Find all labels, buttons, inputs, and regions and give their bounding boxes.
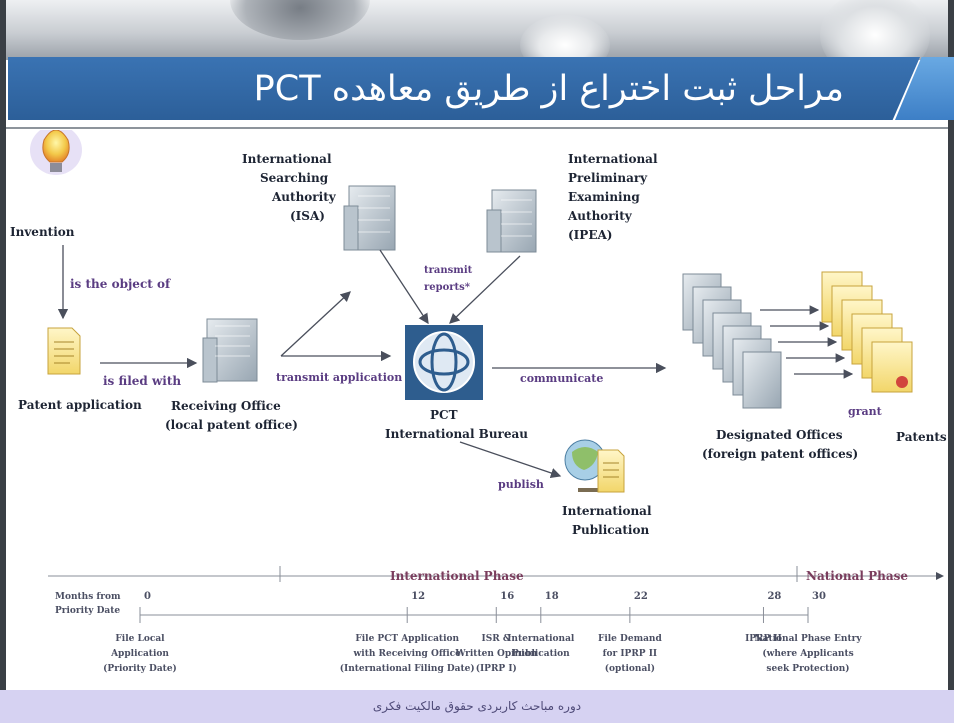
international-phase-label: International Phase bbox=[390, 569, 524, 583]
international-publication-node: International Publication bbox=[562, 439, 652, 537]
patent-application-node: Patent application bbox=[18, 327, 142, 412]
title-bar bbox=[8, 57, 920, 120]
document-icon bbox=[47, 327, 81, 375]
designated-label-1: Designated Offices bbox=[716, 428, 843, 442]
timeline-month-label: 16 bbox=[500, 591, 514, 602]
timeline-event-label: File Local bbox=[115, 634, 165, 644]
slide-header-decoration bbox=[0, 0, 954, 60]
isa-label-2: Searching bbox=[260, 171, 329, 185]
pct-timeline: International Phase National Phase Month… bbox=[48, 566, 944, 674]
designated-label-2: (foreign patent offices) bbox=[702, 447, 858, 461]
edge-label-publish: publish bbox=[498, 478, 544, 491]
timeline-month-label: 22 bbox=[634, 591, 648, 602]
edge-label-transmit-reports-2: reports* bbox=[424, 282, 471, 293]
slide-title: مراحل ثبت اختراع از طریق معاهده PCT bbox=[253, 69, 844, 109]
designated-offices-node: Designated Offices (foreign patent offic… bbox=[682, 273, 858, 461]
timeline-event-label: seek Protection) bbox=[766, 663, 849, 674]
timeline-event-label: File PCT Application bbox=[355, 634, 459, 644]
isa-label-3: Authority bbox=[271, 190, 337, 204]
timeline-event-label: for IPRP II bbox=[603, 649, 658, 659]
timeline-event-label: (IPRP I) bbox=[476, 663, 517, 674]
timeline-month-label: 28 bbox=[767, 591, 781, 602]
publication-label-1: International bbox=[562, 504, 652, 518]
pct-process-diagram: Invention is the object of Patent applic… bbox=[10, 130, 947, 674]
arrow-isa-to-ib bbox=[379, 249, 429, 325]
timeline-event-label: (optional) bbox=[605, 663, 655, 674]
priority-date-label: Priority Date bbox=[55, 606, 120, 616]
ipea-label-2: Preliminary bbox=[568, 171, 648, 185]
patent-certificate-stack-icon bbox=[821, 271, 913, 393]
arrow-ro-to-isa bbox=[280, 291, 351, 357]
timeline-event-label: (Priority Date) bbox=[103, 663, 177, 674]
edge-label-transmit-reports-1: transmit bbox=[424, 265, 473, 276]
header-orb bbox=[520, 15, 610, 60]
isa-label-4: (ISA) bbox=[290, 209, 325, 223]
timeline-month-label: 18 bbox=[545, 591, 559, 602]
timeline-event-label: National Phase Entry bbox=[754, 634, 862, 644]
timeline-month-label: 30 bbox=[812, 591, 826, 602]
slide-footer: دوره مباحث کاربردی حقوق مالکیت فکری bbox=[0, 690, 954, 723]
timeline-event-label: IPRP II bbox=[745, 634, 782, 644]
invention-node: Invention bbox=[10, 130, 82, 239]
header-orb bbox=[230, 0, 370, 40]
ib-label-1: PCT bbox=[430, 408, 458, 422]
months-from-label: Months from bbox=[55, 592, 121, 602]
timeline-event-label: File Demand bbox=[598, 634, 663, 644]
timeline-event-label: ISR & bbox=[482, 634, 511, 644]
arrow-ib-to-publication bbox=[459, 441, 562, 478]
receiving-office-node: Receiving Office (local patent office) bbox=[165, 318, 298, 432]
invention-label: Invention bbox=[10, 225, 75, 239]
edge-label-is-filed-with: is filed with bbox=[103, 374, 181, 388]
ib-label-2: International Bureau bbox=[385, 427, 528, 441]
bulb-base bbox=[50, 163, 62, 172]
header-orb bbox=[820, 0, 930, 60]
timeline-event-label: Application bbox=[110, 649, 169, 659]
slide-frame-left bbox=[0, 0, 6, 690]
title-divider bbox=[6, 127, 948, 129]
light-bulb-icon bbox=[42, 130, 70, 163]
ipea-label-4: Authority bbox=[567, 209, 633, 223]
timeline-event-label: with Receiving Office bbox=[353, 649, 462, 659]
national-phase-label: National Phase bbox=[806, 569, 908, 583]
isa-node: International Searching Authority (ISA) bbox=[242, 152, 396, 251]
timeline-event-label: (where Applicants bbox=[762, 648, 853, 659]
patents-node: Patents bbox=[821, 271, 947, 444]
timeline-event-label: Publication bbox=[512, 649, 570, 659]
international-bureau-node: PCT International Bureau bbox=[385, 325, 528, 441]
timeline-month-label: 0 bbox=[144, 591, 151, 602]
publication-label-2: Publication bbox=[572, 523, 649, 537]
edge-label-communicate: communicate bbox=[520, 372, 603, 385]
edge-label-grant: grant bbox=[848, 405, 883, 418]
edge-label-is-object-of: is the object of bbox=[70, 277, 171, 291]
arrow-ipea-to-ib bbox=[449, 255, 521, 324]
timeline-event-label: (International Filing Date) bbox=[340, 663, 475, 674]
patent-application-label: Patent application bbox=[18, 398, 142, 412]
slide-frame-right bbox=[948, 0, 954, 690]
receiving-office-label-1: Receiving Office bbox=[171, 399, 281, 413]
timeline-event-label: International bbox=[507, 634, 575, 644]
isa-label-1: International bbox=[242, 152, 332, 166]
receiving-office-label-2: (local patent office) bbox=[165, 418, 298, 432]
patents-label: Patents bbox=[896, 430, 947, 444]
building-stack-icon bbox=[682, 273, 782, 409]
ipea-label-3: Examining bbox=[568, 190, 640, 204]
ipea-label-5: (IPEA) bbox=[568, 228, 612, 242]
ipea-node: International Preliminary Examining Auth… bbox=[486, 152, 658, 253]
document-icon bbox=[597, 449, 625, 493]
edge-label-transmit-application: transmit application bbox=[276, 371, 402, 384]
ipea-label-1: International bbox=[568, 152, 658, 166]
timeline-month-label: 12 bbox=[411, 591, 425, 602]
timeline-event-label: Written Opinion bbox=[454, 649, 537, 659]
